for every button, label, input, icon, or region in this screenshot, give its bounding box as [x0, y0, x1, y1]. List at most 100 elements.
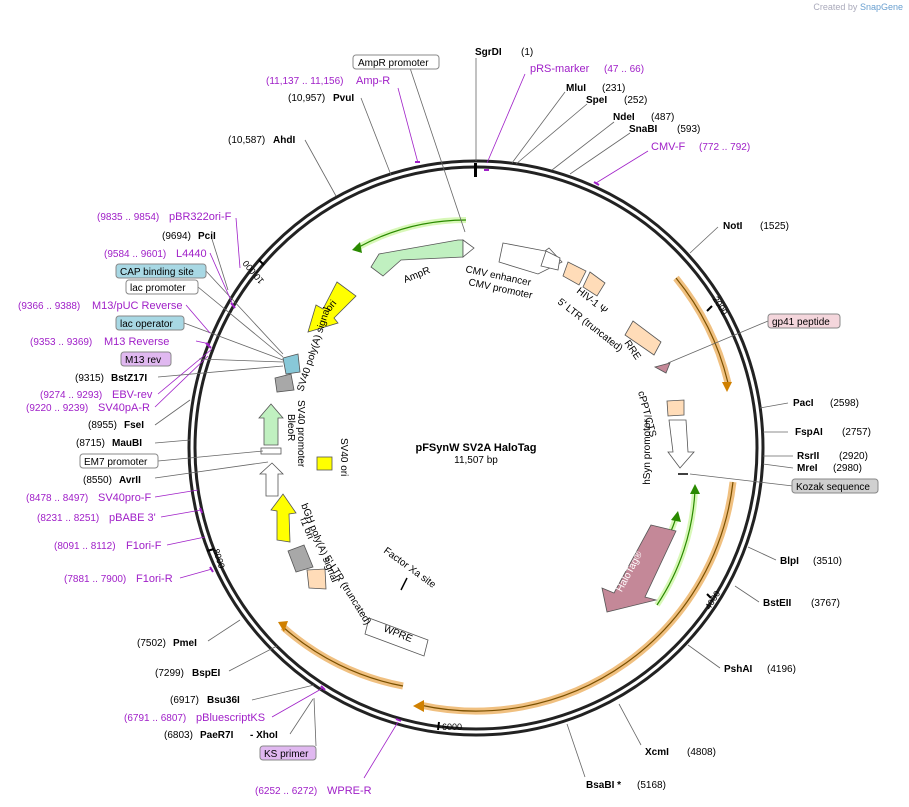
cmv-promoter-arrow — [540, 250, 561, 271]
enzyme-ndei-pos: (487) — [651, 112, 674, 123]
feature-cmv-f-range: (772 .. 792) — [699, 142, 750, 153]
primer-mark-f1ori-r — [209, 566, 214, 573]
box-ks-primer — [259, 745, 317, 761]
leader-ks-primer — [313, 697, 317, 747]
enzyme-noti-pos: (1525) — [760, 221, 789, 232]
feature-prs-marker-range: (47 .. 66) — [604, 64, 644, 75]
enzyme-snabi: SnaBI — [629, 124, 658, 135]
feature-ebv-rev: EBV-rev — [112, 389, 153, 401]
leader-l4440 — [209, 252, 234, 306]
enzyme-pshai-pos: (4196) — [767, 664, 796, 675]
tick-label-6000: 6000 — [442, 722, 462, 732]
feature-f1ori-r-range: (7881 .. 7900) — [64, 574, 126, 585]
enzyme-ndei: NdeI — [613, 112, 635, 123]
tick-4000 — [706, 593, 712, 599]
box-ampr-promoter-label: AmpR promoter — [358, 58, 429, 69]
halotag-arrow — [601, 524, 677, 613]
box-kozak-sequence-label: Kozak sequence — [796, 482, 870, 493]
leader-bsu36i — [251, 684, 315, 701]
wpre-box — [364, 617, 429, 657]
feature-pbabe3-range: (8231 .. 8251) — [37, 513, 99, 524]
leader-em7 — [157, 450, 264, 462]
leader-lines — [154, 58, 794, 779]
box-em7-promoter-label: EM7 promoter — [84, 457, 148, 468]
inner-label-ampr: AmpR — [402, 265, 432, 286]
enzyme-bspei: BspEI — [192, 668, 221, 679]
enzyme-bstz17i: BstZ17I — [111, 373, 147, 384]
feature-pbluescriptks: pBluescriptKS — [196, 712, 265, 724]
em7-promoter-box — [260, 447, 282, 455]
enzyme-mlui-pos: (231) — [602, 83, 625, 94]
leader-pbr322ori-f — [235, 217, 241, 269]
leader-avrii — [154, 461, 269, 479]
ampr-promoter-arrow — [462, 239, 475, 258]
leader-pshai — [687, 644, 721, 669]
leader-bstz17i — [157, 365, 284, 378]
inner-label-factor-xa: Factor Xa site — [381, 546, 438, 591]
feature-m13-puc-reverse: M13/pUC Reverse — [92, 300, 182, 312]
enzyme-pcii: PciI — [198, 231, 216, 242]
box-gp41-peptide-label: gp41 peptide — [772, 317, 830, 328]
box-lac-promoter-label: lac promoter — [130, 283, 186, 294]
f1-ori-arrow — [270, 493, 297, 543]
leader-ampr-promoter — [407, 61, 466, 233]
enzyme-xcmi-pos: (4808) — [687, 747, 716, 758]
snapgene-logo: SnapGene — [859, 2, 903, 12]
leader-lac-promoter — [197, 286, 284, 358]
cppt-cts-box — [666, 399, 685, 417]
enzyme-labels: SgrDI (1) MluI (231) SpeI (252) NdeI (48… — [75, 47, 871, 791]
ltr-5prime-bottom — [306, 568, 327, 590]
sv40-promoter-arrow — [258, 462, 284, 497]
gp41-marker — [653, 362, 671, 374]
feature-amp-r: Amp-R — [356, 75, 390, 87]
enzyme-ahdi-pos: (10,587) — [228, 135, 265, 146]
tick-6000 — [437, 721, 440, 731]
tick-2000 — [706, 305, 713, 312]
leader-fsei — [154, 399, 191, 426]
leader-paci — [759, 402, 789, 409]
green-track-ampr-arrowhead — [352, 242, 362, 253]
box-m13-rev-label: M13 rev — [125, 355, 161, 366]
primer-mark-pbluescript — [320, 685, 326, 691]
enzyme-paer7i-pos: (6803) — [164, 730, 193, 741]
enzyme-snabi-pos: (593) — [677, 124, 700, 135]
feature-m13-puc-reverse-range: (9366 .. 9388) — [18, 301, 80, 312]
enzyme-rsrii-pos: (2920) — [839, 451, 868, 462]
leader-f1ori-f — [166, 536, 206, 546]
enzyme-bsabi-pos: (5168) — [637, 780, 666, 791]
green-track-halotag-inner-arrowhead — [671, 511, 681, 522]
credit: Created by SnapGene — [813, 2, 903, 12]
enzyme-xcmi: XcmI — [645, 747, 669, 758]
leader-bsabi — [566, 723, 586, 778]
orange-track-gp41-line — [675, 277, 729, 384]
leader-amp-r — [397, 87, 419, 164]
leader-m13-puc-reverse — [185, 304, 211, 334]
feature-wpre-r-range: (6252 .. 6272) — [255, 786, 317, 797]
inner-label-sv40-ori: SV40 ori — [338, 438, 349, 476]
enzyme-maubi: MauBI — [112, 438, 142, 449]
leader-blpi — [747, 546, 777, 561]
enzyme-rsrii: RsrII — [797, 451, 819, 462]
sv40-ori-box — [316, 456, 333, 471]
leader-lac-operator — [183, 322, 284, 361]
feature-m13-reverse: M13 Reverse — [104, 336, 169, 348]
leader-pvui — [360, 97, 392, 176]
leader-pcii — [210, 235, 229, 291]
leader-cmv-f — [595, 150, 649, 184]
feature-amp-r-range: (11,137 .. 11,156) — [266, 76, 343, 87]
box-kozak-sequence — [791, 478, 879, 494]
box-lac-operator — [115, 315, 185, 331]
enzyme-pshai: PshAI — [724, 664, 753, 675]
credit-prefix: Created by — [813, 2, 858, 12]
enzyme-bstz17i-pos: (9315) — [75, 373, 104, 384]
enzyme-bsteii: BstEII — [763, 598, 792, 609]
leader-snabi — [569, 132, 631, 175]
ampr-gene-arrow — [370, 239, 464, 277]
enzyme-pcii-pos: (9694) — [162, 231, 191, 242]
leader-prs-marker — [486, 73, 526, 164]
primer-mark-wpre-r — [395, 718, 402, 722]
feature-sv40pa-r: SV40pA-R — [98, 402, 150, 414]
orange-track-wpre-line — [282, 626, 404, 687]
enzyme-paci: PacI — [793, 398, 814, 409]
